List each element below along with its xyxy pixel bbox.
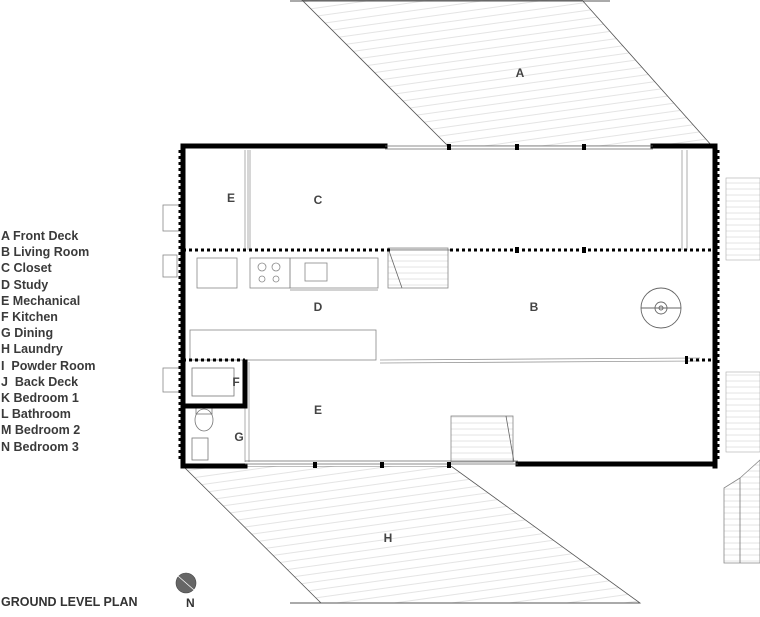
kitchen-counter bbox=[196, 257, 379, 291]
back-deck bbox=[182, 465, 642, 604]
label-dining: G bbox=[234, 430, 243, 444]
label-kitchen: F bbox=[232, 375, 239, 389]
legend-item: M Bedroom 2 bbox=[1, 423, 81, 438]
legend-item: N Bedroom 3 bbox=[1, 439, 79, 454]
legend-item: H Laundry bbox=[1, 342, 63, 357]
legend-item: A Front Deck bbox=[1, 229, 79, 243]
legend-item: K Bedroom 1 bbox=[1, 391, 79, 406]
label-back-deck: H bbox=[384, 531, 393, 545]
legend-item: F Kitchen bbox=[1, 310, 58, 325]
front-deck bbox=[290, 0, 713, 147]
interior-stair-upper bbox=[387, 247, 449, 289]
legend-item: J Back Deck bbox=[1, 374, 79, 389]
room-legend: A Front Deck B Living Room C Closet D St… bbox=[1, 228, 95, 455]
legend-item: G Dining bbox=[1, 326, 54, 341]
legend-item: I Powder Room bbox=[1, 358, 96, 373]
building bbox=[178, 143, 720, 469]
label-mechanical-lower: E bbox=[314, 403, 322, 417]
north-label: N bbox=[186, 596, 195, 610]
label-living-room: B bbox=[530, 300, 539, 314]
label-front-deck: A bbox=[516, 66, 525, 80]
side-stair bbox=[723, 177, 760, 564]
label-closet: C bbox=[314, 193, 323, 207]
interior-stair-lower bbox=[450, 415, 515, 463]
label-mechanical-upper: E bbox=[227, 191, 235, 205]
kitchen-island bbox=[189, 329, 377, 361]
label-study: D bbox=[314, 300, 323, 314]
legend-item: D Study bbox=[1, 277, 49, 292]
plan-title: GROUND LEVEL PLAN bbox=[1, 595, 138, 609]
room-labels: A B C D E E F G H bbox=[227, 66, 539, 545]
legend-item: C Closet bbox=[1, 261, 52, 276]
legend-item: L Bathroom bbox=[1, 407, 71, 422]
north-arrow-icon bbox=[175, 572, 197, 594]
legend-item: E Mechanical bbox=[1, 293, 81, 308]
left-stubs bbox=[162, 204, 182, 393]
legend-item: B Living Room bbox=[1, 245, 90, 260]
wood-stove bbox=[640, 287, 682, 329]
